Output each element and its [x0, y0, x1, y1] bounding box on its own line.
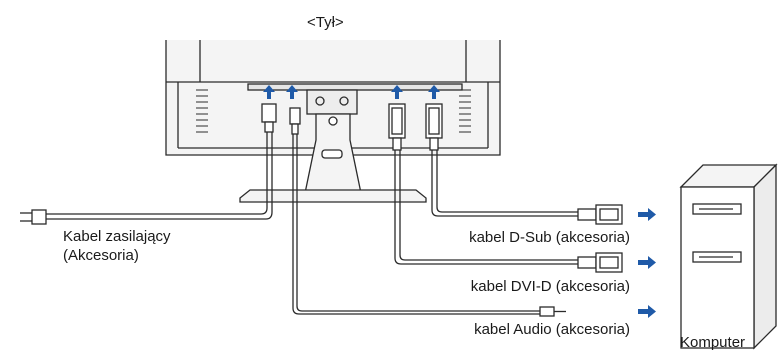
up-arrow-icons: [263, 85, 440, 99]
power-cable: [20, 103, 277, 225]
up-arrow-icon: [263, 85, 275, 99]
left-vent: [196, 89, 208, 133]
up-arrow-icon: [428, 85, 440, 99]
audio-cable-label: kabel Audio (akcesoria): [474, 321, 630, 338]
right-arrow-icons: [638, 208, 656, 318]
audio-cable: [289, 107, 566, 317]
power-cable-sublabel: (Akcesoria): [63, 247, 139, 264]
diagram-title: <Tył>: [307, 14, 344, 31]
dsub-cable-label: kabel D-Sub (akcesoria): [469, 229, 630, 246]
dvi-cable: [388, 103, 623, 273]
monitor-back: [165, 40, 501, 156]
right-arrow-icon: [638, 256, 656, 269]
up-arrow-icon: [286, 85, 298, 99]
monitor-stand: [239, 113, 427, 203]
right-arrow-icon: [638, 208, 656, 221]
computer-tower: [679, 163, 778, 350]
computer-label: Komputer: [680, 334, 746, 351]
up-arrow-icon: [391, 85, 403, 99]
right-vent: [459, 89, 471, 133]
power-cable-label: Kabel zasilający: [63, 228, 171, 245]
dsub-cable: [425, 103, 623, 225]
right-arrow-icon: [638, 305, 656, 318]
dvi-cable-label: kabel DVI-D (akcesoria): [470, 278, 630, 295]
